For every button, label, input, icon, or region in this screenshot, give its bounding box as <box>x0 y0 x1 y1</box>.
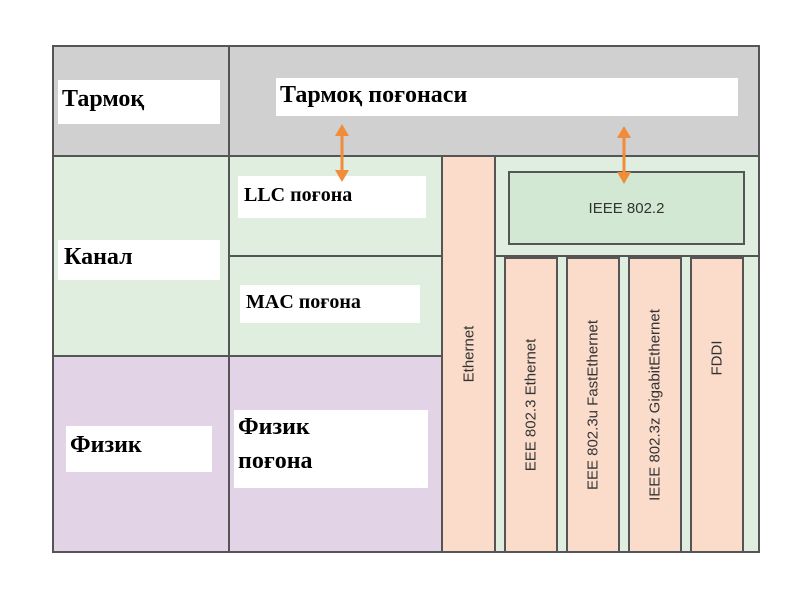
network-layer-label: Тармоқ <box>62 86 145 112</box>
physical-layer-label-box: Физик <box>66 426 212 472</box>
physical-sublayer-label-line1: Физик <box>238 414 310 440</box>
physical-sublayer-label-line2: поғона <box>238 448 313 474</box>
mac-label: MAC поғона <box>246 291 361 313</box>
llc-label: LLC поғона <box>244 184 353 206</box>
network-sublayer-label: Тармоқ поғонаси <box>280 82 468 108</box>
ieee-802-3-label: EEE 802.3 Ethernet <box>522 338 540 472</box>
ieee-802-3u-column: EEE 802.3u FastEthernet <box>566 257 620 553</box>
mac-label-box: MAC поғона <box>240 285 420 323</box>
datalink-layer-label-box: Канал <box>58 240 220 280</box>
ieee-802-3u-label: EEE 802.3u FastEthernet <box>584 319 602 491</box>
ethernet-label: Ethernet <box>460 325 477 383</box>
ieee-802-3z-label: IEEE 802.3z GigabitEthernet <box>646 309 664 501</box>
ieee-802-3-column: EEE 802.3 Ethernet <box>504 257 558 553</box>
ieee-802-2-label: IEEE 802.2 <box>588 200 665 217</box>
physical-sublayer-label-box: Физик поғона <box>234 410 428 488</box>
llc-label-box: LLC поғона <box>238 176 426 218</box>
physical-layer-label: Физик <box>70 432 142 458</box>
ieee-802-2-box: IEEE 802.2 <box>508 171 745 245</box>
network-sublayer-label-box: Тармоқ поғонаси <box>276 78 738 116</box>
fddi-label: FDDI <box>708 340 726 376</box>
network-layer-label-box: Тармоқ <box>58 80 220 124</box>
fddi-column: FDDI <box>690 257 744 553</box>
datalink-layer-label: Канал <box>64 244 133 270</box>
ethernet-column: Ethernet <box>441 155 496 553</box>
ieee-802-3z-column: IEEE 802.3z GigabitEthernet <box>628 257 682 553</box>
